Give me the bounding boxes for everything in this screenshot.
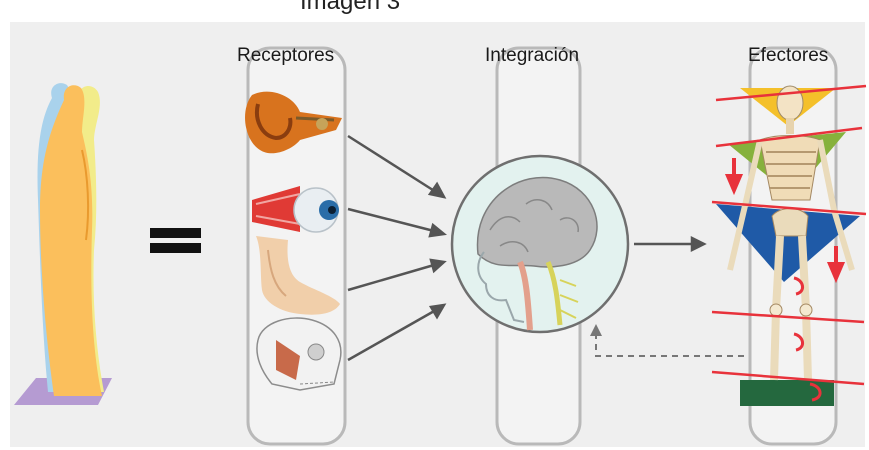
receptors-label: Receptores — [237, 45, 334, 67]
integration-label: Integración — [485, 45, 579, 67]
receptor-arrows — [348, 136, 444, 360]
effectors-label: Efectores — [748, 45, 828, 67]
output-arrow — [634, 238, 704, 250]
equals-sign-icon — [150, 228, 201, 253]
skull-jaw-icon — [257, 318, 341, 390]
standing-body-posture-icon — [14, 83, 112, 405]
brain-spinal-cord-icon — [452, 156, 628, 332]
feedback-arrow — [590, 324, 744, 356]
